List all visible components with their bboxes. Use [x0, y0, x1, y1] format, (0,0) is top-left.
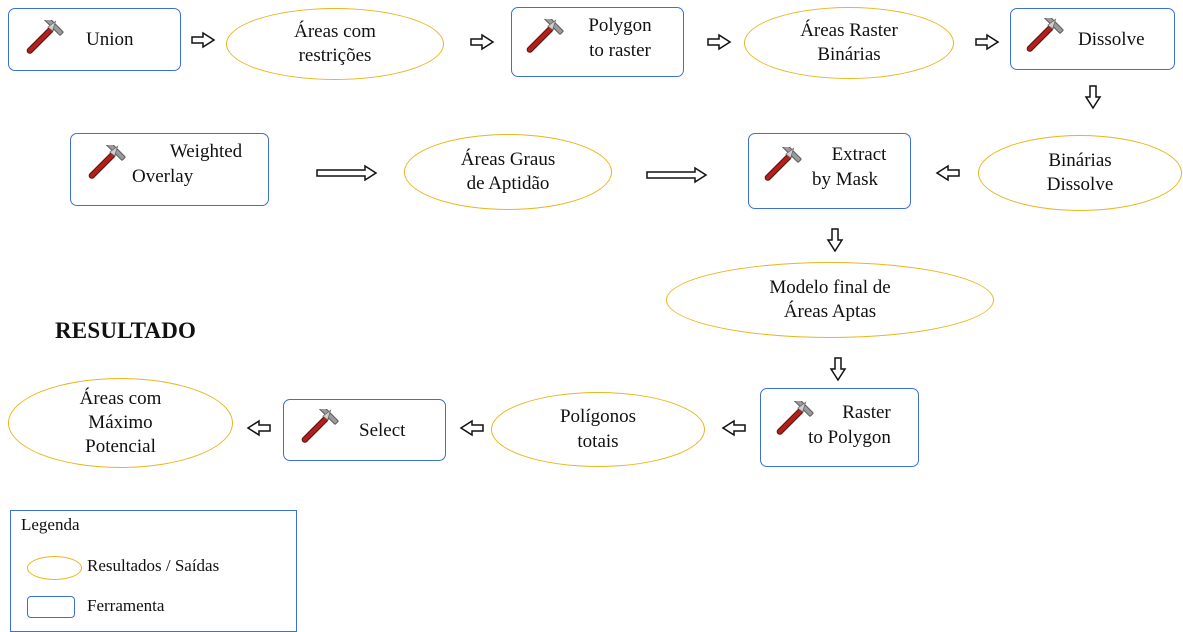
tool-label-line: Weighted: [169, 141, 243, 162]
output-label-line: Potencial: [85, 436, 156, 458]
arrow-down-icon: [1084, 85, 1102, 110]
output-label-line: Polígonos: [559, 406, 637, 428]
tool-select: [283, 399, 446, 461]
output-label-line: Binárias: [817, 44, 881, 65]
output-areas-com-restricoes: Áreas com restrições: [226, 8, 444, 80]
legend-tool-label: Ferramenta: [87, 596, 165, 615]
output-label-line: Modelo final de: [769, 276, 891, 298]
tool-label-line: Dissolve: [1078, 29, 1145, 50]
tool-select-label: Select: [359, 419, 405, 444]
arrow-left-icon: [721, 419, 746, 437]
output-label-line: totais: [577, 430, 619, 452]
output-label-line: Áreas Graus: [460, 148, 556, 170]
tool-union-label: Union: [86, 28, 134, 53]
tool-weighted-overlay-label: Weighted Overlay: [128, 140, 258, 189]
output-label-line: Máximo: [88, 411, 153, 433]
output-areas-graus-aptidao: Áreas Graus de Aptidão: [404, 134, 612, 210]
tool-label-line: to Polygon: [808, 426, 891, 448]
hammer-icon: [82, 145, 130, 189]
tool-label-line: Extract: [831, 144, 887, 165]
output-label-line: de Aptidão: [466, 173, 550, 194]
legend-output-swatch: [27, 556, 82, 580]
hammer-icon: [295, 409, 343, 453]
output-label-line: restrições: [298, 45, 372, 66]
tool-label-line: Union: [86, 29, 134, 50]
tool-dissolve-label: Dissolve: [1078, 28, 1145, 53]
output-label-line: Áreas com: [79, 387, 162, 409]
tool-raster-to-polygon-label: Raster to Polygon: [785, 401, 910, 450]
output-modelo-final-areas-aptas: Modelo final de Áreas Aptas: [666, 262, 994, 338]
tool-label-line: by Mask: [812, 168, 878, 190]
legend: Legenda Resultados / Saídas Ferramenta: [10, 510, 297, 632]
arrow-right-icon: [707, 33, 732, 51]
tool-polygon-to-raster-label: Polygon to raster: [570, 14, 670, 63]
tool-label-line: Overlay: [132, 165, 194, 187]
arrow-down-icon: [829, 357, 847, 382]
arrow-right-icon: [975, 33, 1000, 51]
arrow-left-icon: [935, 164, 960, 182]
arrow-left-icon: [459, 419, 484, 437]
tool-label-line: Raster: [842, 402, 891, 423]
arrow-left-icon: [246, 419, 271, 437]
hammer-icon: [520, 19, 568, 63]
hammer-icon: [20, 20, 68, 64]
hammer-icon: [1020, 18, 1068, 62]
output-label-line: Dissolve: [1046, 174, 1114, 195]
legend-tool-swatch: [27, 596, 75, 618]
legend-title: Legenda: [21, 515, 80, 534]
tool-label-line: Select: [359, 420, 406, 441]
arrow-down-icon: [826, 228, 844, 253]
output-label-line: Áreas Aptas: [783, 301, 877, 322]
tool-weighted-overlay: [70, 133, 269, 206]
section-heading-resultado: RESULTADO: [55, 318, 197, 343]
output-label-line: Áreas com: [294, 20, 376, 42]
output-label-line: Binárias: [1048, 149, 1112, 171]
tool-label-line: to raster: [589, 39, 651, 61]
tool-extract-by-mask-label: Extract by Mask: [790, 143, 900, 192]
arrow-right-icon: [470, 33, 495, 51]
tool-label-line: Polygon: [588, 15, 652, 36]
arrow-right-icon: [191, 31, 216, 49]
output-label-line: Áreas Raster: [800, 19, 898, 41]
arrow-long-right-icon: [646, 166, 708, 184]
arrow-long-right-icon: [316, 164, 378, 182]
legend-output-label: Resultados / Saídas: [87, 556, 220, 575]
